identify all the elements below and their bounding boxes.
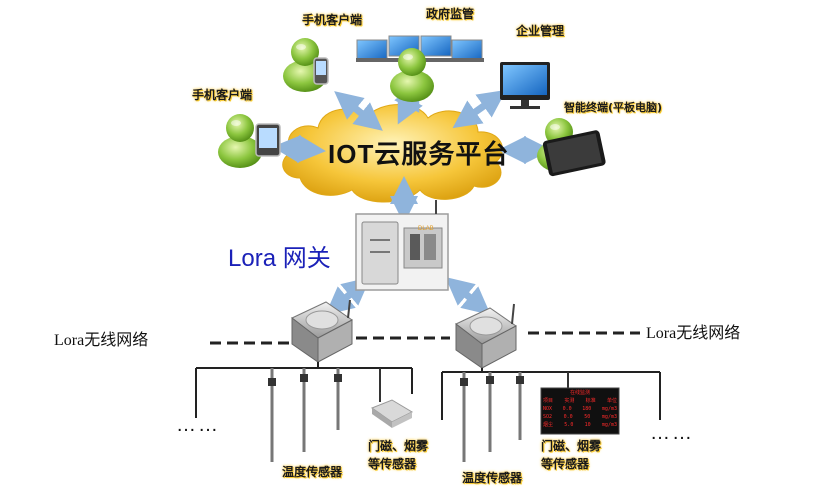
temp-probes-left-caps (268, 374, 342, 386)
display-panel-row: SO2 0.0 50 mg/m3 (543, 413, 617, 421)
label-mobile-client-left: 手机客户端 (192, 88, 253, 102)
display-panel-title: 在线监测 (569, 390, 590, 396)
temp-probes-right-caps (460, 376, 524, 386)
display-cell: 烟尘 (543, 422, 554, 428)
label-smart-terminal: 智能终端(平板电脑) (564, 101, 663, 114)
mobile-client-top-icon (283, 38, 329, 92)
more-sensors-left: …… (176, 414, 220, 436)
lora-gateway-icon (355, 200, 449, 291)
display-panel-text: 在线监测 项目 实测 标准 单位 NOX 0.0 180 mg/m3 SO2 0… (543, 389, 617, 429)
door-smoke-sensor-icon (370, 368, 414, 428)
display-cell: 5.0 (564, 422, 574, 428)
label-lora-gateway: Lora 网关 (228, 245, 331, 272)
smart-terminal-icon (537, 118, 606, 177)
label-temp-sensor-left: 温度传感器 (282, 465, 343, 479)
display-panel-row: NOX 0.0 180 mg/m3 (543, 405, 617, 413)
label-temp-sensor-right: 温度传感器 (462, 471, 523, 485)
display-cell: 0.0 (563, 414, 573, 420)
label-enterprise-mgmt: 企业管理 (516, 24, 565, 38)
label-door-sensor-right-2: 等传感器 (541, 457, 590, 471)
label-gov-supervision: 政府监管 (426, 7, 475, 21)
gov-supervision-icon (356, 35, 484, 102)
label-mobile-client-top: 手机客户端 (302, 13, 363, 27)
temp-probes-right (462, 372, 522, 462)
display-cell: mg/m3 (601, 406, 617, 412)
display-cell: mg/m3 (601, 422, 617, 428)
label-door-sensor-left-1: 门磁、烟雾 (368, 439, 429, 453)
display-header-cell: 单位 (606, 398, 617, 404)
display-header-cell: 实测 (564, 398, 575, 404)
enterprise-mgmt-icon (500, 62, 550, 109)
display-header-cell: 标准 (585, 398, 596, 404)
label-door-sensor-left-2: 等传感器 (368, 457, 417, 471)
wireless-dash-links (210, 331, 640, 345)
display-cell: 180 (582, 406, 592, 412)
display-panel-row: 烟尘 5.0 10 mg/m3 (543, 421, 617, 429)
mobile-client-left-icon (218, 114, 281, 168)
cloud-title-prefix: IOT (328, 139, 375, 169)
cloud-title-suffix: 云服务平台 (374, 140, 510, 170)
display-header-cell: 项目 (543, 398, 554, 404)
lora-node-left-icon (291, 299, 353, 363)
display-panel-header: 项目 实测 标准 单位 (543, 397, 617, 405)
label-door-sensor-right-1: 门磁、烟雾 (541, 439, 602, 453)
display-cell: SO2 (543, 414, 553, 420)
display-cell: 0.0 (562, 406, 572, 412)
label-lora-network-right: Lora无线网络 (646, 325, 741, 342)
lora-node-right-icon (455, 303, 517, 369)
more-sensors-right: …… (650, 422, 694, 444)
monitor-display-panel (540, 372, 620, 435)
display-cell: 10 (584, 422, 591, 428)
display-cell: 50 (584, 414, 591, 420)
cloud-platform-title: IOT云服务平台 (328, 134, 509, 171)
display-cell: NOX (543, 406, 553, 412)
label-lora-network-left: Lora无线网络 (54, 332, 149, 349)
gateway-brand: DLAB (418, 226, 434, 232)
sensor-bus-right (441, 368, 661, 420)
display-cell: mg/m3 (601, 414, 617, 420)
temp-probes-left (270, 368, 340, 462)
